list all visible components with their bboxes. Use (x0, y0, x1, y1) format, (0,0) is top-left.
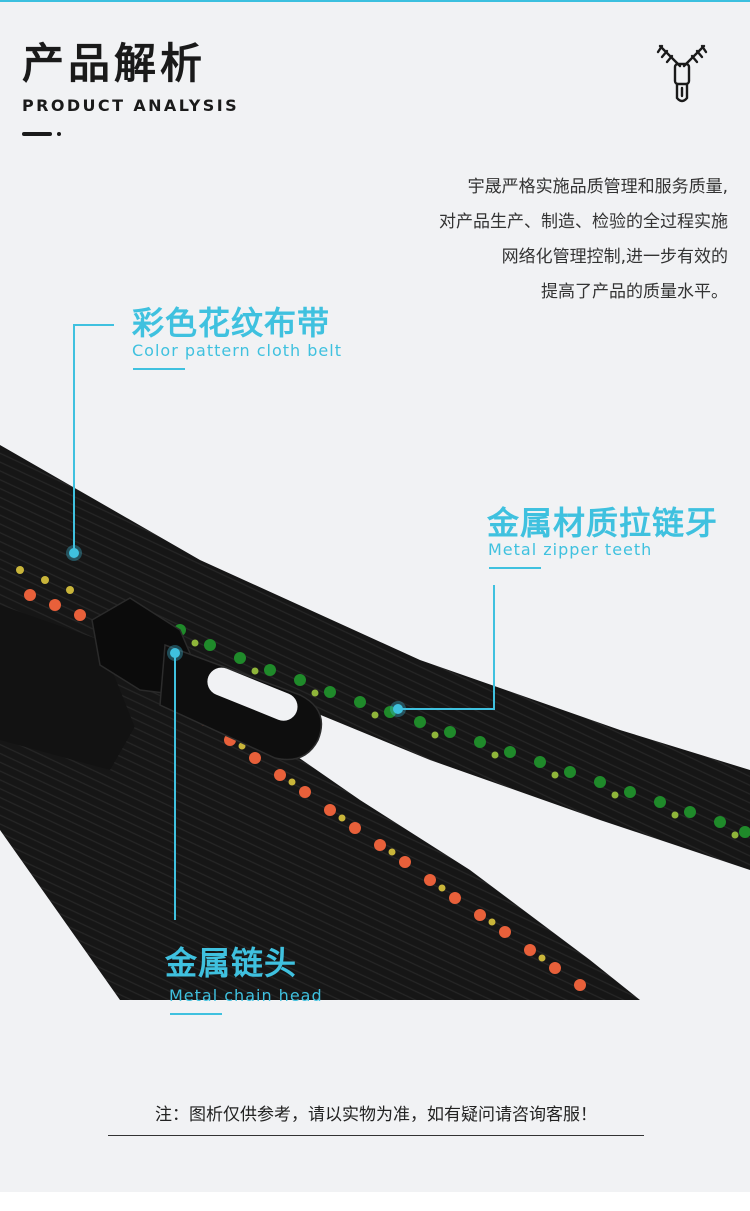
label-head-underline (170, 1013, 222, 1015)
zipper-icon (656, 44, 708, 103)
label-head-title: 金属链头 (165, 944, 298, 982)
note-underline (108, 1135, 644, 1136)
label-belt-subtitle: Color pattern cloth belt (132, 341, 342, 360)
label-teeth-underline (489, 567, 541, 569)
label-teeth-subtitle: Metal zipper teeth (488, 540, 653, 559)
label-belt-underline (133, 368, 185, 370)
description-line: 提高了产品的质量水平。 (541, 282, 728, 302)
page-subtitle: PRODUCT ANALYSIS (22, 96, 239, 115)
title-underline (22, 132, 52, 136)
page-title: 产品解析 (22, 39, 207, 88)
label-head-subtitle: Metal chain head (169, 986, 323, 1005)
callout-belt-h (74, 324, 114, 326)
bottom-strip (0, 1192, 750, 1211)
callout-belt-v (73, 324, 75, 550)
description-line: 对产品生产、制造、检验的全过程实施 (439, 212, 728, 232)
label-teeth-title: 金属材质拉链牙 (487, 504, 719, 542)
label-belt-title: 彩色花纹布带 (132, 304, 331, 342)
product-description: 宇晟严格实施品质管理和服务质量, 对产品生产、制造、检验的全过程实施 网络化管理… (348, 170, 728, 310)
callout-teeth-v (493, 585, 495, 710)
callout-belt-dot (69, 548, 79, 558)
callout-teeth-h (400, 708, 495, 710)
description-line: 网络化管理控制,进一步有效的 (501, 247, 728, 267)
title-underline-dot (57, 132, 61, 136)
zipper-product-image (0, 445, 750, 1000)
top-accent-line (0, 0, 750, 2)
description-line: 宇晟严格实施品质管理和服务质量, (467, 177, 728, 197)
disclaimer-note: 注：图析仅供参考，请以实物为准，如有疑问请咨询客服！ (155, 1105, 597, 1125)
callout-head-dot (170, 648, 180, 658)
callout-teeth-dot (393, 704, 403, 714)
callout-head-v (174, 656, 176, 920)
